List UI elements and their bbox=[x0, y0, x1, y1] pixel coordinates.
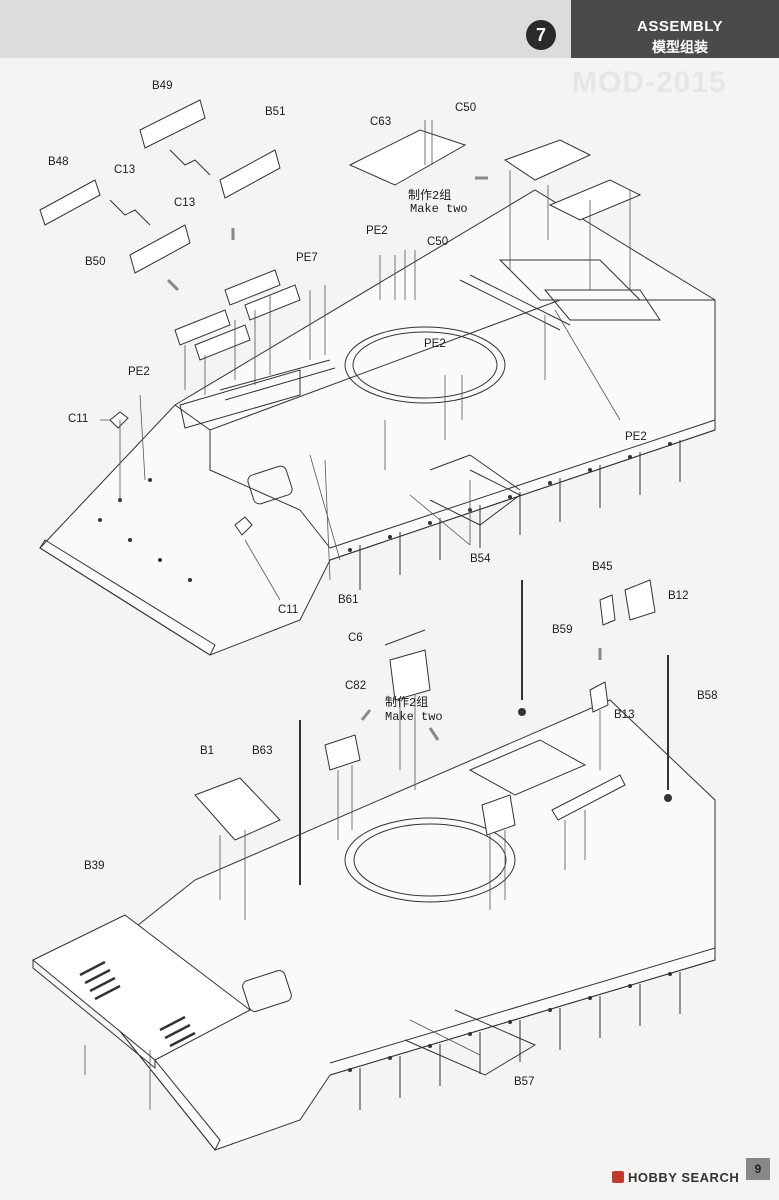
make-two-note-cn: 制作2组 bbox=[408, 189, 452, 203]
part-label-b59: B59 bbox=[552, 624, 573, 636]
part-label-b54: B54 bbox=[470, 553, 491, 565]
part-label-c63: C63 bbox=[370, 116, 392, 128]
part-label-b49: B49 bbox=[152, 80, 173, 92]
section-title-cn: 模型组装 bbox=[652, 39, 708, 55]
part-label-b1: B1 bbox=[200, 745, 215, 757]
part-label-c82: C82 bbox=[345, 680, 367, 692]
upper-hull-drawing bbox=[39, 189, 716, 656]
background-watermark-text: MOD-2015 bbox=[572, 66, 727, 99]
lower-parts-drawing bbox=[32, 579, 669, 1070]
part-label-b48: B48 bbox=[48, 156, 69, 168]
watermark-text: HOBBY SEARCH bbox=[628, 1170, 740, 1185]
make-two-note-en: Make two bbox=[410, 202, 468, 216]
part-label-c50: C50 bbox=[455, 102, 477, 114]
part-label-pe2: PE2 bbox=[424, 338, 446, 350]
part-label-b63: B63 bbox=[252, 745, 273, 757]
section-title-en: ASSEMBLY bbox=[637, 18, 723, 35]
lower-leader-lines bbox=[84, 695, 601, 1110]
part-label-c6: C6 bbox=[348, 632, 363, 644]
page-number: 9 bbox=[746, 1158, 770, 1180]
header-title-band bbox=[571, 0, 779, 58]
part-label-b45: B45 bbox=[592, 561, 613, 573]
part-label-b12: B12 bbox=[668, 590, 689, 602]
part-label-b39: B39 bbox=[84, 860, 105, 872]
make-two-note-cn: 制作2组 bbox=[385, 696, 429, 710]
logo-mark-icon bbox=[612, 1171, 624, 1183]
watermark-logo: HOBBY SEARCH bbox=[612, 1170, 739, 1185]
upper-parts-drawing bbox=[39, 99, 642, 536]
part-label-b50: B50 bbox=[85, 256, 106, 268]
part-label-c50: C50 bbox=[427, 236, 449, 248]
part-label-b57: B57 bbox=[514, 1076, 535, 1088]
part-label-c11: C11 bbox=[68, 413, 89, 425]
step-number-badge: 7 bbox=[526, 20, 556, 50]
part-label-pe2: PE2 bbox=[625, 431, 647, 443]
make-two-note-en: Make two bbox=[385, 710, 443, 724]
part-label-pe2: PE2 bbox=[366, 225, 388, 237]
part-label-b58: B58 bbox=[697, 690, 718, 702]
part-label-pe2: PE2 bbox=[128, 366, 150, 378]
lower-hull-drawing bbox=[74, 699, 716, 1151]
part-label-b51: B51 bbox=[265, 106, 286, 118]
part-label-c13: C13 bbox=[174, 197, 196, 209]
part-label-b61: B61 bbox=[338, 594, 359, 606]
part-label-c11: C11 bbox=[278, 604, 299, 616]
part-label-pe7: PE7 bbox=[296, 252, 318, 264]
upper-leader-lines bbox=[100, 120, 631, 601]
part-label-b13: B13 bbox=[614, 709, 635, 721]
part-label-c13: C13 bbox=[114, 164, 136, 176]
